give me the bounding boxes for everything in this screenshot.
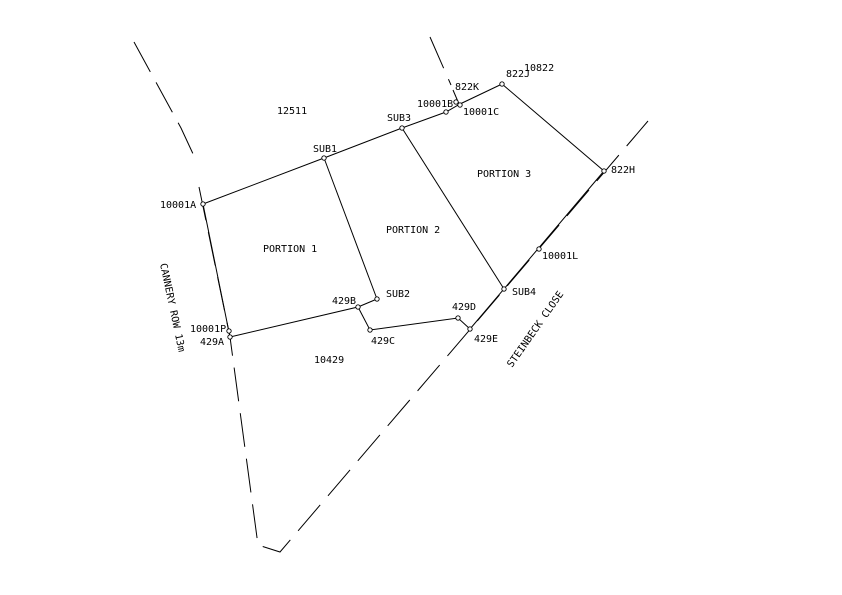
label-sub3: SUB3	[387, 113, 411, 124]
point-10001a	[200, 201, 206, 207]
label-429d: 429D	[452, 302, 476, 313]
label-822h: 822H	[611, 165, 635, 176]
subdivision-line-sub2-429b	[357, 298, 378, 308]
label-822j: 822J	[506, 69, 530, 80]
label-sub2: SUB2	[386, 289, 410, 300]
label-429e: 429E	[474, 334, 498, 345]
point-10001c	[443, 109, 449, 115]
point-10001p	[226, 328, 232, 334]
label-429b: 429B	[332, 296, 356, 307]
point-sub3	[399, 125, 405, 131]
label-429a: 429A	[200, 337, 224, 348]
label-10001p: 10001P	[190, 324, 226, 335]
survey-points	[200, 81, 607, 340]
label-429c: 429C	[371, 336, 395, 347]
label-822k: 822K	[455, 82, 479, 93]
subdivision-line-sub1-sub2	[323, 157, 378, 300]
road-edge-north-stub	[429, 36, 452, 86]
point-sub2	[374, 296, 380, 302]
point-429b	[355, 304, 361, 310]
point-10001b	[453, 99, 459, 105]
lot-number-south: 10429	[314, 355, 344, 366]
point-429a	[227, 334, 233, 340]
label-10001l: 10001L	[542, 251, 578, 262]
label-10001a: 10001A	[160, 200, 196, 211]
lot-number-east: 10822	[524, 63, 554, 74]
label-sub1: SUB1	[313, 144, 337, 155]
portion-3-label: PORTION 3	[477, 169, 531, 180]
boundary-west	[202, 203, 231, 338]
road-name-cannery-row: CANNERY ROW 13m	[157, 262, 187, 353]
point-429c	[367, 327, 373, 333]
point-822k	[457, 102, 463, 108]
point-429e	[467, 326, 473, 332]
cannery-row-east-edge	[198, 120, 649, 553]
point-sub4	[501, 286, 507, 292]
cannery-row-west-edge	[133, 41, 195, 157]
road-name-steinbeck-close: STEINBECK CLOSE	[505, 289, 566, 369]
point-822j	[499, 81, 505, 87]
portion-1-label: PORTION 1	[263, 244, 317, 255]
point-sub1	[321, 155, 327, 161]
boundary-north	[202, 83, 605, 205]
label-sub4: SUB4	[512, 287, 536, 298]
boundary-south	[229, 306, 471, 338]
label-10001b: 10001B	[417, 99, 453, 110]
lot-number-north: 12511	[277, 106, 307, 117]
point-429d	[455, 315, 461, 321]
portion-2-label: PORTION 2	[386, 225, 440, 236]
label-10001c: 10001C	[463, 107, 499, 118]
point-822h	[601, 168, 607, 174]
point-10001l	[536, 246, 542, 252]
subdivision-line-sub3-sub4	[401, 127, 505, 290]
